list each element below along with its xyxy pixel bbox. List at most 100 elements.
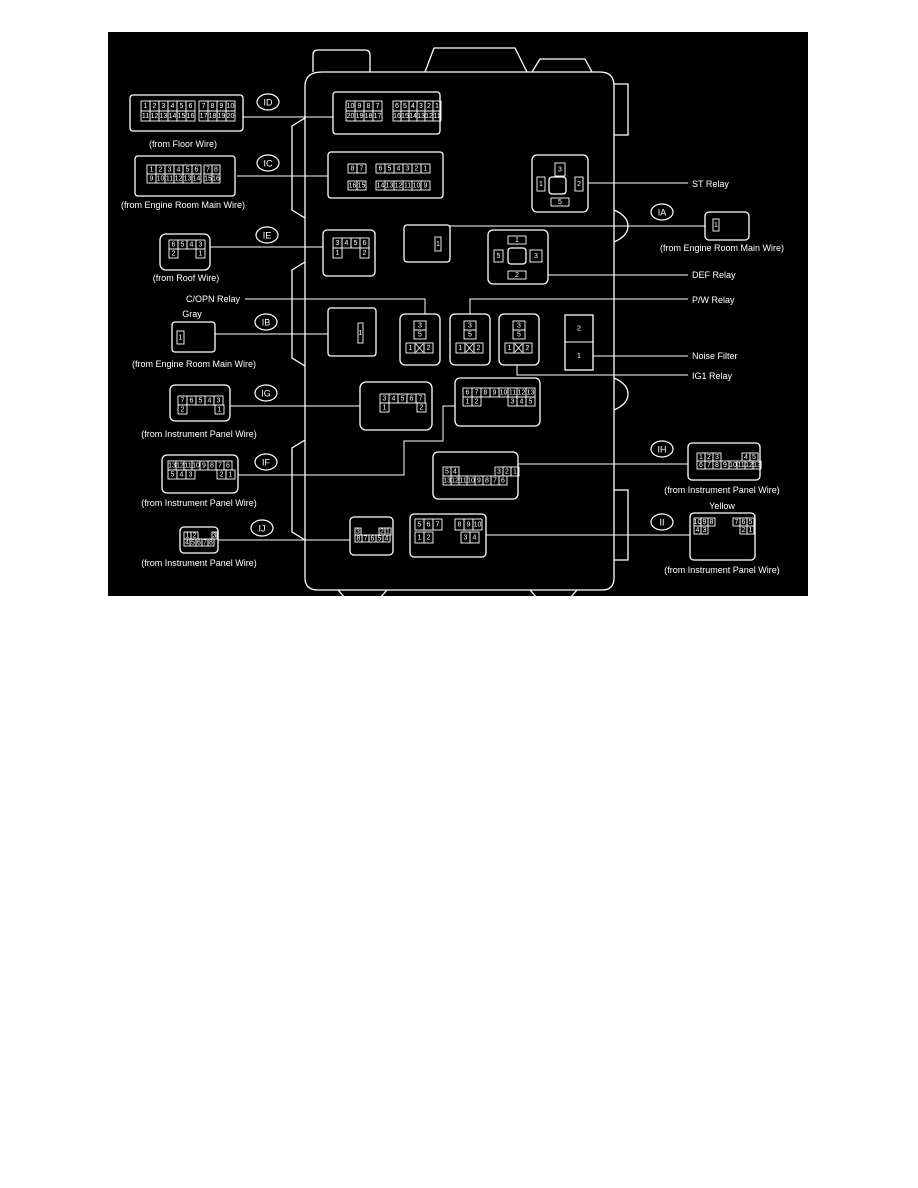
relay-center-socket bbox=[548, 176, 567, 195]
pin-number: 9 bbox=[424, 183, 428, 190]
pin-number: 4 bbox=[696, 527, 700, 534]
pin-number: 2 bbox=[477, 345, 481, 352]
connector-outline bbox=[129, 94, 244, 132]
pin-number: 9 bbox=[703, 519, 707, 526]
tag-ellipse bbox=[255, 226, 279, 244]
pin-number: 4 bbox=[177, 167, 181, 174]
connector-tag-ic: IC bbox=[256, 154, 280, 172]
pin-number: 2 bbox=[193, 533, 197, 540]
pin-number: 19 bbox=[356, 113, 364, 120]
pin-number: 1 bbox=[144, 103, 148, 110]
pin-number: 6 bbox=[190, 398, 194, 405]
pin-number: 4 bbox=[180, 472, 184, 479]
pin-number: 13 bbox=[753, 462, 761, 469]
pin-number: 1 bbox=[359, 330, 363, 337]
pin-number: 2 bbox=[415, 166, 419, 173]
leader-lines bbox=[210, 116, 705, 541]
pin-cell bbox=[498, 475, 508, 486]
pin-cell bbox=[432, 518, 443, 531]
tag-label: IB bbox=[262, 318, 271, 328]
pin-number: 5 bbox=[558, 199, 562, 206]
connector-outline bbox=[487, 229, 549, 285]
connector-small-box: 1 bbox=[403, 224, 451, 263]
pin-number: 4 bbox=[473, 535, 477, 542]
pin-number: 1 bbox=[386, 529, 390, 536]
connector-outline bbox=[432, 451, 519, 500]
pin-number: 8 bbox=[209, 540, 213, 547]
pin-number: 1 bbox=[336, 250, 340, 257]
pin-cell bbox=[356, 163, 367, 174]
pin-number: 8 bbox=[485, 478, 489, 485]
pin-cell bbox=[512, 329, 526, 340]
pin-number: 4 bbox=[520, 399, 524, 406]
source-label-IH: (from Instrument Panel Wire) bbox=[664, 485, 780, 495]
pin-cell bbox=[432, 110, 442, 122]
pin-number: 1 bbox=[513, 469, 517, 476]
pin-cell bbox=[473, 342, 484, 354]
pin-cell bbox=[554, 162, 566, 177]
tag-ellipse bbox=[250, 519, 274, 537]
tag-label: IG bbox=[261, 389, 271, 399]
pin-number: 3 bbox=[383, 396, 387, 403]
pin-number: 7 bbox=[202, 103, 206, 110]
diode-cross-icon bbox=[465, 343, 474, 353]
pin-number: 5 bbox=[468, 332, 472, 339]
pin-number: 17 bbox=[374, 113, 382, 120]
pin-number: 14 bbox=[193, 176, 201, 183]
pin-number: 9 bbox=[150, 176, 154, 183]
connector-outline bbox=[322, 229, 376, 277]
connector-outline bbox=[449, 313, 491, 366]
color-label-gray: Gray bbox=[182, 309, 202, 319]
pin-number: 7 bbox=[218, 463, 222, 470]
pin-number: 5 bbox=[497, 253, 501, 260]
pin-number: 11 bbox=[509, 390, 516, 397]
pin-number: 13 bbox=[168, 463, 176, 470]
pin-number: 8 bbox=[357, 536, 361, 543]
pin-number: 16 bbox=[349, 183, 357, 190]
pin-cell bbox=[225, 469, 236, 480]
connector-outline bbox=[687, 442, 761, 481]
pin-cell bbox=[550, 197, 570, 207]
pin-number: 8 bbox=[211, 103, 215, 110]
pin-number: 10 bbox=[227, 103, 235, 110]
pin-number: 2 bbox=[427, 103, 431, 110]
pin-number: 12 bbox=[451, 478, 459, 485]
connector-outline bbox=[161, 454, 239, 494]
pin-cell bbox=[176, 330, 185, 345]
pin-number: 6 bbox=[189, 103, 193, 110]
pin-number: 14 bbox=[377, 183, 385, 190]
pin-cell bbox=[214, 404, 225, 415]
pin-number: 6 bbox=[172, 242, 176, 249]
pin-number: 4 bbox=[185, 540, 189, 547]
pin-number: 12 bbox=[151, 113, 159, 120]
pin-cell bbox=[564, 341, 594, 371]
pin-number: 7 bbox=[360, 166, 364, 173]
pin-cell bbox=[707, 517, 716, 527]
pin-number: 3 bbox=[517, 323, 521, 330]
pin-cell bbox=[420, 180, 431, 191]
tag-label: IH bbox=[658, 445, 667, 455]
pin-number: 2 bbox=[220, 472, 224, 479]
connector-tag-ia: IA bbox=[650, 203, 674, 221]
pin-number: 1 bbox=[229, 472, 233, 479]
pin-number: 4 bbox=[392, 396, 396, 403]
pin-number: 12 bbox=[745, 462, 753, 469]
pin-number: 4 bbox=[411, 103, 415, 110]
color-label-yellow: Yellow bbox=[709, 501, 735, 511]
connector-ib-left: 1 bbox=[171, 321, 216, 353]
pin-number: 3 bbox=[189, 472, 193, 479]
pin-cell bbox=[185, 469, 196, 480]
pin-number: 7 bbox=[419, 396, 423, 403]
pin-number: 5 bbox=[199, 398, 203, 405]
pin-number: 1 bbox=[699, 454, 703, 461]
pin-number: 1 bbox=[466, 399, 470, 406]
pin-cell bbox=[168, 248, 179, 259]
pin-number: 3 bbox=[419, 103, 423, 110]
